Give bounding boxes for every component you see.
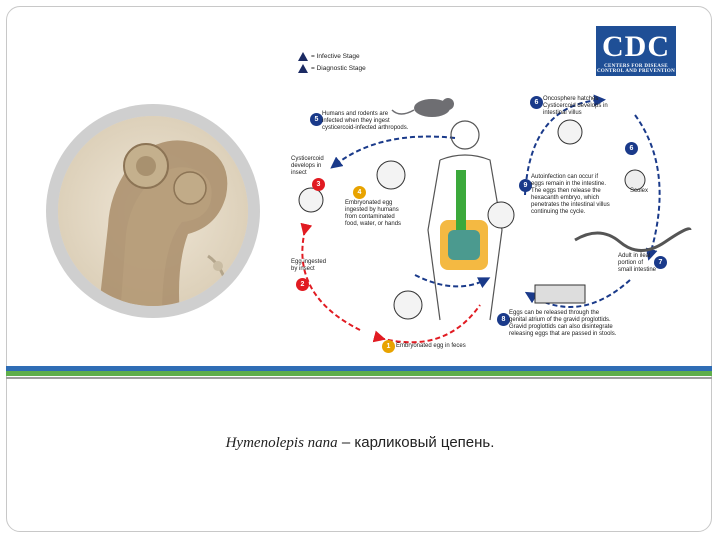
step-3-badge: 3 xyxy=(312,178,325,191)
legend-infective-label: = Infective Stage xyxy=(311,53,360,60)
micrograph-image xyxy=(58,116,248,306)
legend: = Infective Stage = Diagnostic Stage xyxy=(298,50,366,74)
cdc-logo-subtext: CENTERS FOR DISEASE CONTROL AND PREVENTI… xyxy=(596,64,676,74)
step-6-badge-secondary: 6 xyxy=(625,142,638,155)
caption-dash: – xyxy=(338,434,355,451)
step-6-badge: 6 xyxy=(530,96,543,109)
legend-diagnostic: = Diagnostic Stage xyxy=(298,62,366,74)
cdc-logo-text: CDC xyxy=(596,30,676,64)
diagnostic-stage-icon xyxy=(298,64,308,73)
cdc-logo: CDC CENTERS FOR DISEASE CONTROL AND PREV… xyxy=(596,26,676,76)
intestine-illustration xyxy=(440,170,488,270)
proglottid-illustration xyxy=(535,285,585,303)
scolex-illustration xyxy=(625,170,645,190)
slide-caption: Hymenolepis nana – карликовый цепень. xyxy=(0,434,720,452)
step-2-badge: 2 xyxy=(296,278,309,291)
step-1-text: Embryonated egg in feces xyxy=(396,343,466,350)
infective-stage-icon xyxy=(298,52,308,61)
adult-worm-illustration xyxy=(575,229,690,251)
legend-infective: = Infective Stage xyxy=(298,50,366,62)
caption-scientific-name: Hymenolepis nana xyxy=(226,435,338,451)
micrograph-frame xyxy=(46,104,260,318)
step-7-badge: 7 xyxy=(654,256,667,269)
caption-russian-name: карликовый цепень. xyxy=(354,434,494,451)
divider-stripe-green xyxy=(6,371,712,376)
step-1-badge: 1 xyxy=(382,340,395,353)
legend-diagnostic-label: = Diagnostic Stage xyxy=(311,65,366,72)
divider-stripe-gray xyxy=(6,377,712,379)
step-4-badge: 4 xyxy=(353,186,366,199)
scolex-label: Scolex xyxy=(630,188,648,195)
